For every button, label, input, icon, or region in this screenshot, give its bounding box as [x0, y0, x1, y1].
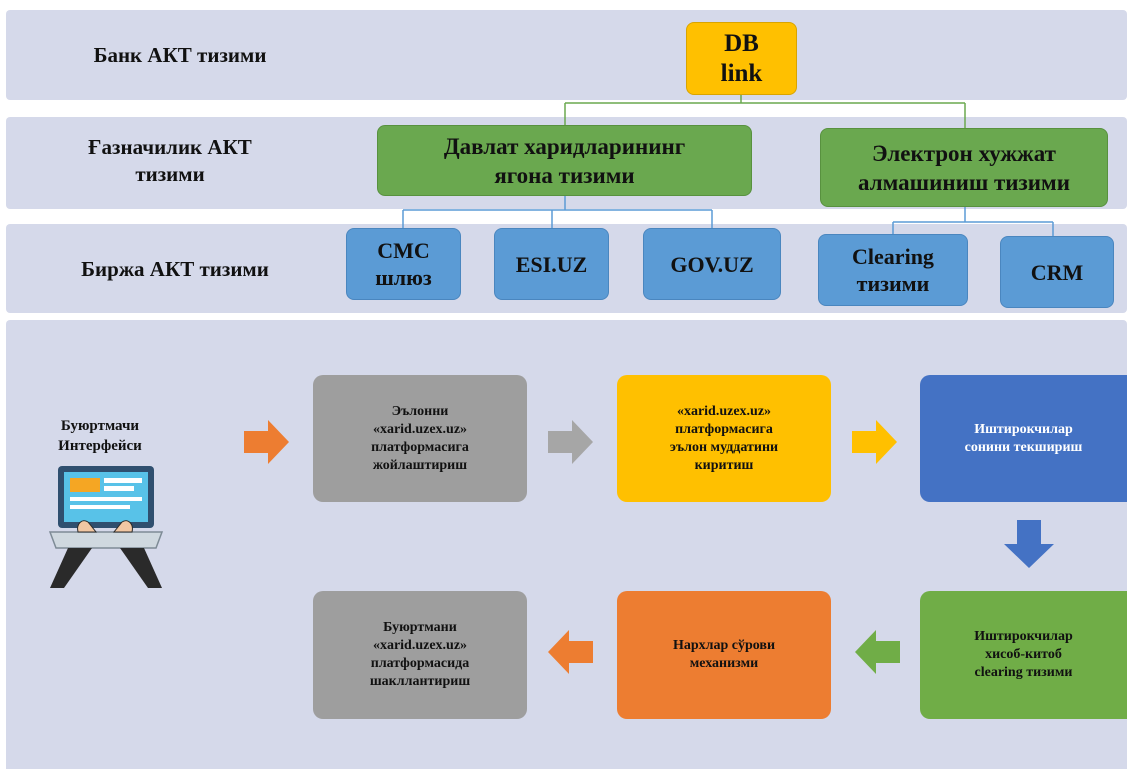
crm-box: CRM	[1000, 236, 1114, 308]
band-label-treasury: Ғазначилик АКТ тизими	[88, 135, 252, 186]
arrow-left-icon	[548, 630, 593, 674]
band-label-bank: Банк АКТ тизими	[93, 43, 267, 67]
arrow-right-icon	[548, 420, 593, 464]
arrow-right-icon	[244, 420, 289, 464]
arrow-left-icon	[855, 630, 900, 674]
arrow-down-icon	[1004, 520, 1054, 568]
db-link-box: DB link	[686, 22, 797, 95]
edoc-system-box: Электрон хужжат алмашиниш тизими	[820, 128, 1108, 207]
flow-step-announce: Эълонни «xarid.uzex.uz» платформасига жо…	[313, 375, 527, 502]
band-bank	[6, 10, 1127, 100]
cmc-gateway-box: CMC шлюз	[346, 228, 461, 300]
clearing-system-box: Clearing тизими	[818, 234, 968, 306]
arrow-right-icon	[852, 420, 897, 464]
laptop-icon	[48, 466, 164, 588]
esi-uz-box: ESI.UZ	[494, 228, 609, 300]
band-label-exchange: Биржа АКТ тизими	[81, 257, 269, 281]
procurement-system-box: Давлат харидларининг ягона тизими	[377, 125, 752, 196]
flow-step-clearing: Иштирокчилар хисоб-китоб clearing тизими	[920, 591, 1127, 719]
flow-step-form-order: Буюртмани «xarid.uzex.uz» платформасида …	[313, 591, 527, 719]
flow-step-deadline: «xarid.uzex.uz» платформасига эълон мудд…	[617, 375, 831, 502]
customer-interface-label: Буюртмачи Интерфейси	[58, 418, 142, 454]
flow-step-price-request: Нархлар сўрови механизми	[617, 591, 831, 719]
gov-uz-box: GOV.UZ	[643, 228, 781, 300]
flow-step-check-participants: Иштирокчилар сонини текшириш	[920, 375, 1127, 502]
